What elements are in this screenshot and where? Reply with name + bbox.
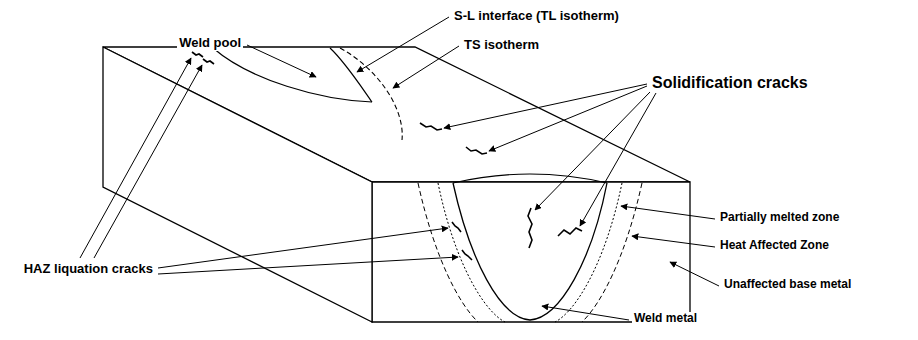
- block-outline: [103, 47, 690, 322]
- haz-boundary: [582, 183, 642, 322]
- leader-line: [357, 17, 449, 72]
- liquation-crack: [452, 222, 461, 232]
- weld-pool-outline: [213, 48, 372, 102]
- liquation-crack: [462, 250, 472, 260]
- part-label: HAZ liquation cracks: [22, 262, 155, 277]
- solidification-crack: [528, 208, 532, 248]
- fusion-line: [453, 183, 607, 320]
- liquation-crack: [203, 59, 214, 64]
- weld-cross-section: [418, 174, 642, 322]
- part-label: TS isotherm: [462, 38, 541, 53]
- part-label: Heat Affected Zone: [718, 239, 831, 253]
- liquation-crack: [192, 52, 203, 57]
- leader-line: [80, 58, 191, 258]
- leader-line: [94, 65, 202, 258]
- leader-line: [158, 228, 448, 268]
- leader-line: [632, 236, 715, 247]
- haz-boundary: [418, 183, 478, 322]
- part-label: S-L interface (TL isotherm): [452, 9, 621, 24]
- left-face: [103, 47, 372, 322]
- front-face: [372, 182, 690, 322]
- sl-interface: [330, 48, 372, 102]
- part-label: Weld metal: [632, 312, 699, 326]
- part-label: Partially melted zone: [718, 211, 841, 225]
- pool-edge: [213, 48, 372, 102]
- leader-line: [535, 92, 650, 210]
- cracks: [192, 52, 582, 260]
- ts-isotherm: [340, 48, 402, 140]
- leader-line: [489, 86, 647, 151]
- leader-line: [580, 93, 656, 226]
- weld-reinforcement: [453, 174, 607, 183]
- part-label: Weld pool: [177, 36, 243, 51]
- pmz-boundary: [555, 183, 622, 322]
- solidification-crack: [466, 147, 487, 154]
- part-label: Solidification cracks: [650, 74, 810, 92]
- leader-line: [393, 46, 459, 88]
- leader-line: [670, 262, 719, 286]
- part-label: Unaffected base metal: [722, 278, 853, 292]
- leader-line: [444, 84, 647, 128]
- pmz-boundary: [438, 183, 505, 322]
- leader-line: [158, 257, 458, 274]
- leader-lines: [80, 17, 719, 320]
- solidification-crack: [558, 228, 582, 236]
- leader-line: [542, 306, 629, 320]
- leader-line: [247, 45, 316, 77]
- solidification-crack: [420, 123, 442, 130]
- leader-line: [621, 206, 715, 219]
